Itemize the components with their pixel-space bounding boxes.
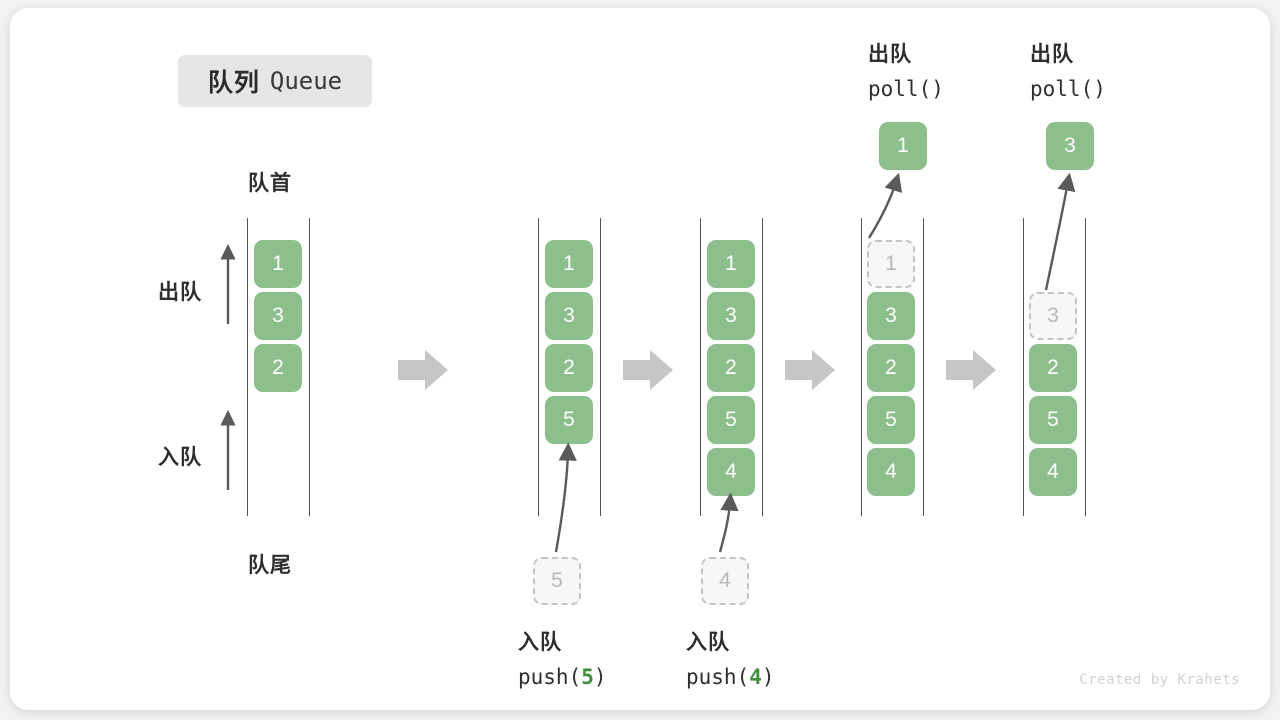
queue-rail-right-3 bbox=[762, 218, 763, 516]
queue-element-ghost: 1 bbox=[867, 240, 915, 288]
queue-rail-left-1 bbox=[247, 218, 248, 516]
ghost-input-push-4: 4 bbox=[701, 557, 749, 605]
queue-element: 1 bbox=[545, 240, 593, 288]
label-dequeue: 出队 bbox=[158, 281, 202, 304]
label-queue-tail: 队尾 bbox=[248, 554, 292, 577]
poll-2-call: poll() bbox=[1030, 77, 1106, 101]
queue-element: 5 bbox=[1029, 396, 1077, 444]
ejected-element-poll-2: 3 bbox=[1046, 122, 1094, 170]
title-en: Queue bbox=[269, 67, 343, 95]
queue-element: 3 bbox=[707, 292, 755, 340]
queue-element: 2 bbox=[1029, 344, 1077, 392]
queue-element: 2 bbox=[707, 344, 755, 392]
flow-arrow-icon-2 bbox=[623, 350, 673, 390]
title-pill: 队列 Queue bbox=[178, 55, 372, 107]
push-4-call: push(4) bbox=[686, 665, 775, 689]
queue-element: 5 bbox=[545, 396, 593, 444]
queue-rail-left-2 bbox=[538, 218, 539, 516]
queue-element: 2 bbox=[254, 344, 302, 392]
push-4-cn: 入队 bbox=[686, 631, 730, 654]
push-5-cn: 入队 bbox=[518, 631, 562, 654]
queue-rail-right-4 bbox=[923, 218, 924, 516]
label-enqueue: 入队 bbox=[158, 446, 202, 469]
operation-label-push-4: 入队 push(4) bbox=[686, 626, 775, 694]
queue-rail-right-2 bbox=[600, 218, 601, 516]
operation-label-push-5: 入队 push(5) bbox=[518, 626, 607, 694]
queue-element: 3 bbox=[867, 292, 915, 340]
queue-element: 2 bbox=[867, 344, 915, 392]
poll-2-cn: 出队 bbox=[1030, 43, 1074, 66]
queue-element: 2 bbox=[545, 344, 593, 392]
poll-1-call: poll() bbox=[868, 77, 944, 101]
operation-label-poll-2: 出队 poll() bbox=[1030, 38, 1106, 106]
queue-element: 5 bbox=[707, 396, 755, 444]
queue-rail-left-4 bbox=[861, 218, 862, 516]
poll-1-cn: 出队 bbox=[868, 43, 912, 66]
queue-element: 3 bbox=[545, 292, 593, 340]
push-5-call: push(5) bbox=[518, 665, 607, 689]
queue-element-ghost: 3 bbox=[1029, 292, 1077, 340]
queue-rail-left-3 bbox=[700, 218, 701, 516]
queue-rail-right-5 bbox=[1085, 218, 1086, 516]
operation-label-poll-1: 出队 poll() bbox=[868, 38, 944, 106]
label-queue-head: 队首 bbox=[248, 172, 292, 195]
queue-rail-right-1 bbox=[309, 218, 310, 516]
push-4-arrow-icon bbox=[718, 492, 739, 553]
title-cn: 队列 bbox=[207, 69, 260, 97]
dequeue-arrow-icon bbox=[220, 243, 236, 324]
queue-element: 4 bbox=[1029, 448, 1077, 496]
queue-element: 1 bbox=[707, 240, 755, 288]
queue-rail-left-5 bbox=[1023, 218, 1024, 516]
queue-element: 4 bbox=[867, 448, 915, 496]
flow-arrow-icon-3 bbox=[785, 350, 835, 390]
watermark: Created by Krahets bbox=[1079, 672, 1240, 688]
flow-arrow-icon-4 bbox=[946, 350, 996, 390]
ghost-input-push-5: 5 bbox=[533, 557, 581, 605]
push-5-arrow-icon bbox=[554, 442, 577, 553]
queue-element: 5 bbox=[867, 396, 915, 444]
poll-2-arrow-icon bbox=[1044, 172, 1076, 291]
ejected-element-poll-1: 1 bbox=[879, 122, 927, 170]
queue-element: 1 bbox=[254, 240, 302, 288]
poll-1-arrow-icon bbox=[867, 172, 903, 239]
queue-element: 3 bbox=[254, 292, 302, 340]
enqueue-arrow-icon bbox=[220, 409, 236, 490]
queue-element: 4 bbox=[707, 448, 755, 496]
flow-arrow-icon-1 bbox=[398, 350, 448, 390]
